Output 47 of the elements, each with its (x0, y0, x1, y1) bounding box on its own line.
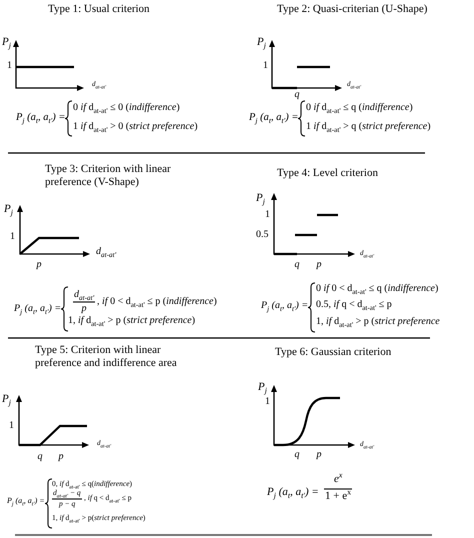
formula-case: 0 if d$_{at-at'}$ ≤ 0 (indifference) (73, 102, 180, 114)
axis-label: P$_{j}$ (258, 381, 267, 394)
tick-label: p (58, 451, 64, 462)
formula-lhs: P$_{j}$ (a$_{t}$, a$_{t'}$) = (249, 112, 298, 124)
fraction-denominator: 1 + e$^{x}$ (325, 490, 352, 503)
formula-case: 1 if d$_{at-at'}$ > 0 (strict preference) (73, 121, 198, 132)
formula-lhs: P$_{j}$ (a$_{t}$, a$_{t'}$) = (261, 300, 308, 312)
panel-title: Type 6: Gaussian criterion (275, 346, 392, 359)
tick-label: p (36, 259, 42, 270)
tick-label: 1 (265, 209, 270, 220)
axis-label: P$_{j}$ (257, 36, 266, 49)
tick-label: p (316, 259, 322, 270)
panel-title: Type 3: Criterion with linear preference (V-Shape) (45, 163, 172, 188)
tick-label: 1 (9, 420, 14, 432)
axis-label: P$_{j}$ (2, 36, 11, 49)
axis-label: P$_{j}$ (4, 203, 13, 216)
panel-title: Type 5: Criterion with linear preference and indifference area (35, 344, 178, 370)
formula-case: 1, if d$_{at-at'}$ > p (strict preference (316, 316, 440, 328)
formula-case: 0 if 0 < d$_{at-at'}$ ≤ q (indifference) (316, 283, 438, 294)
fraction-numerator: e$^{x}$ (334, 473, 342, 486)
tick-label: q (294, 89, 300, 100)
formula-case: 0.5, if q < d$_{at-at'}$ ≤ p (316, 299, 392, 310)
tick-label: 1 (7, 60, 12, 72)
tick-label: q (38, 451, 42, 462)
formula-case: 0 if d$_{at-at'}$ ≤ q (indifference) (306, 102, 413, 114)
fraction-denominator: p (82, 303, 86, 314)
axis-label: d$_{at-at'}$ (96, 246, 116, 258)
formula-case: , if 0 < d$_{at-at'}$ ≤ p (indifference) (97, 296, 217, 308)
fraction-numerator: d$_{at-at'}$ (74, 289, 94, 300)
tick-label: 1 (263, 60, 268, 72)
tick-label: 0.5 (256, 229, 268, 240)
formula-lhs: P$_{j}$ (a$_{t}$, a$_{t'}$) = (7, 496, 45, 506)
formula-lhs: P$_{j}$ (a$_{t}$, a$_{t'}$) = (267, 486, 319, 499)
tick-label: q (294, 449, 300, 460)
tick-label: 1 (265, 396, 270, 408)
tick-label: 1 (10, 231, 15, 242)
axis-label: P$_{j}$ (2, 393, 11, 406)
panel-title: Type 4: Level criterion (277, 167, 378, 180)
formula-lhs: P$_{j}$ (a$_{t}$, a$_{t'}$) = (16, 112, 66, 124)
formula-case: 1, if d$_{at-at'}$ > p (strict preference) (68, 315, 196, 326)
tick-label: q (294, 259, 300, 270)
formula-lhs: P$_{j}$ (a$_{t}$, a$_{t'}$) = (14, 303, 62, 314)
tick-label: p (316, 449, 322, 460)
panel-title: Type 1: Usual criterion (48, 3, 150, 16)
panel-title: Type 2: Quasi-criterian (U-Shape) (277, 3, 428, 16)
formula-case: 1 if d$_{at-at'}$ > q (strict preference) (306, 121, 431, 132)
axis-label: P$_{j}$ (256, 192, 265, 205)
